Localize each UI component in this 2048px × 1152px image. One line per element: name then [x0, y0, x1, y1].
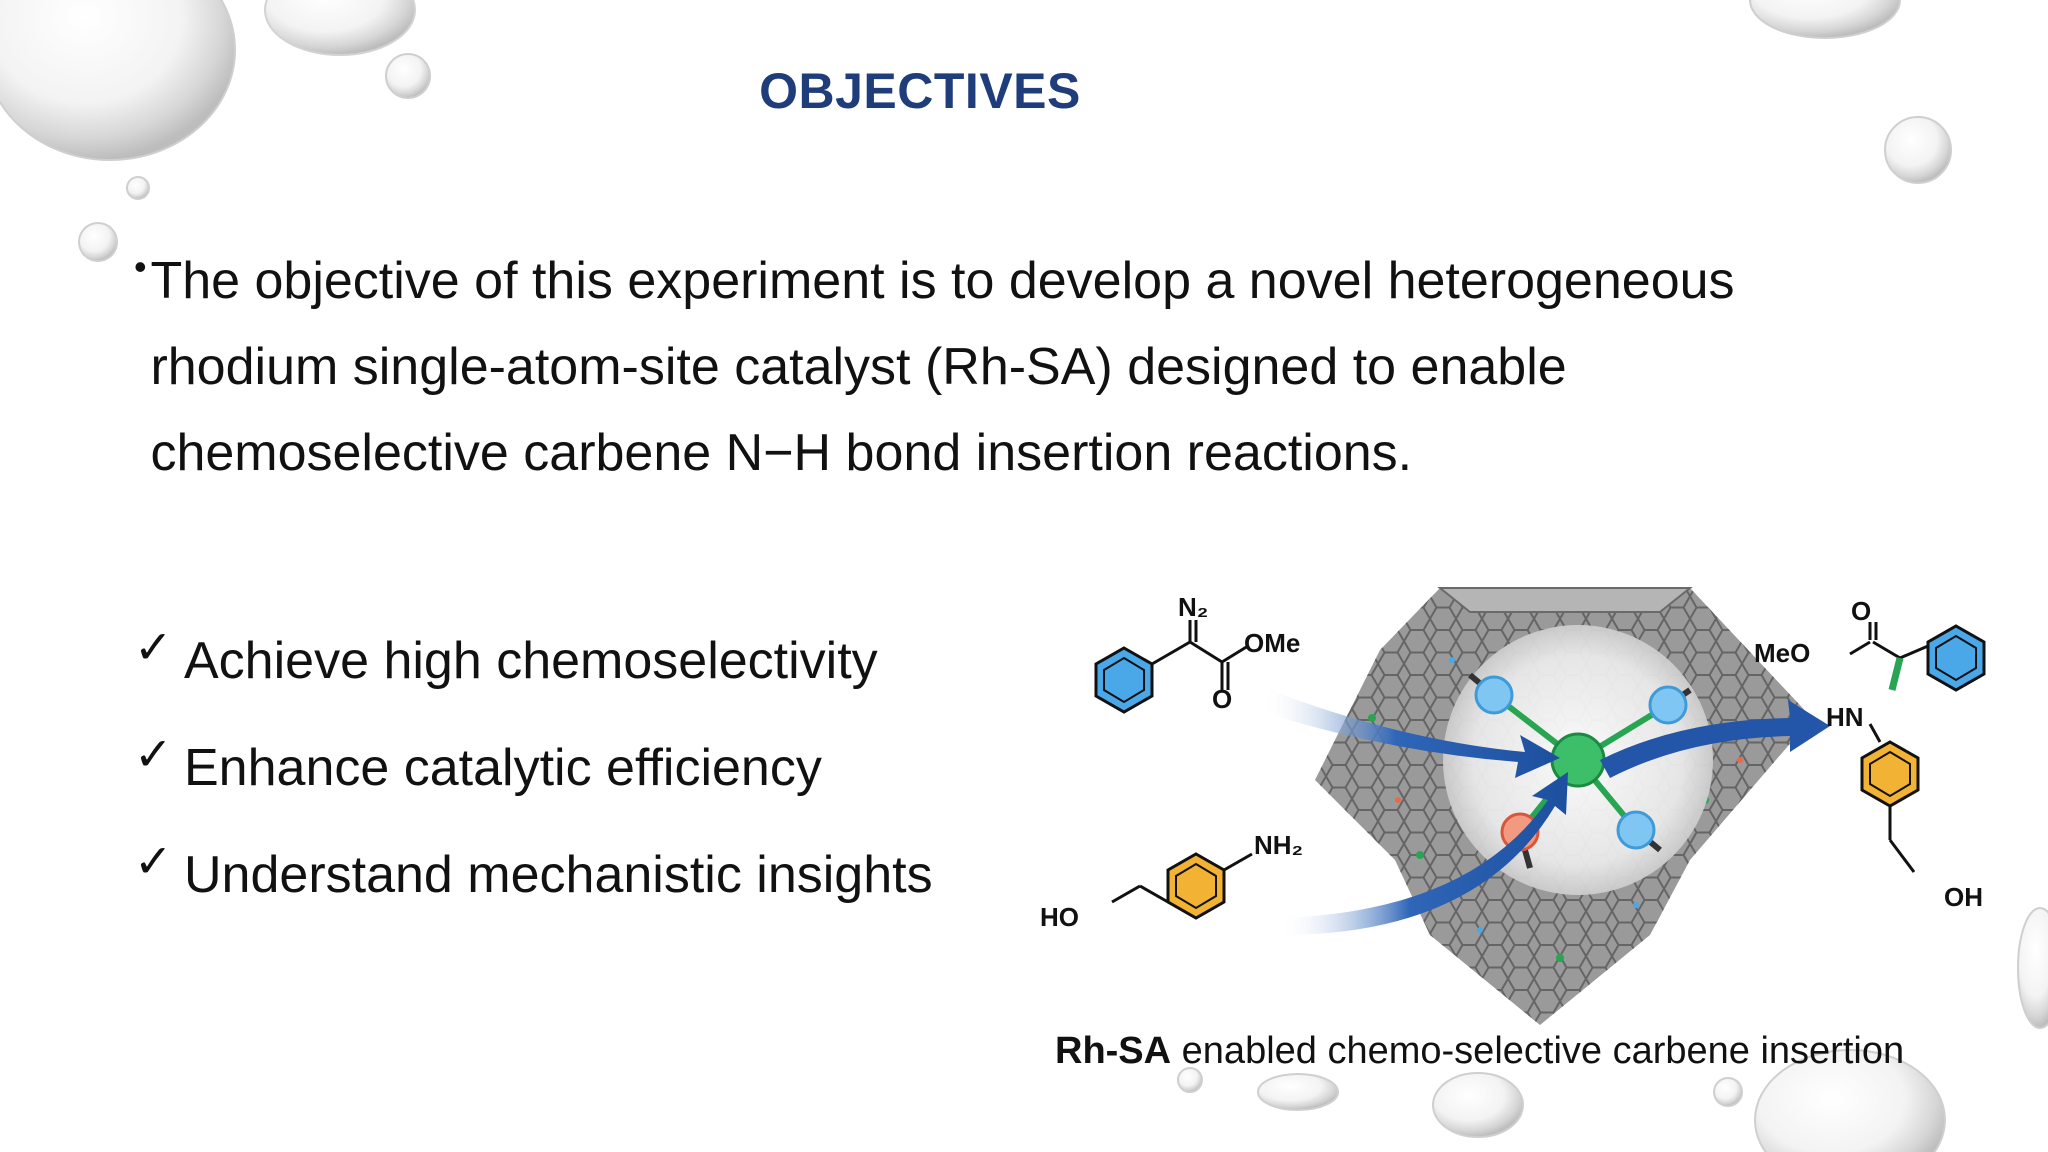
slide-title: OBJECTIVES — [759, 63, 1081, 119]
meo-label: MeO — [1754, 638, 1810, 668]
goal-text: Achieve high chemoselectivity — [184, 632, 878, 690]
checkmark-icon: ✓ — [134, 620, 173, 674]
caption-catalyst-name: Rh-SA — [1055, 1030, 1172, 1072]
figure-caption: Rh-SA enabled chemo-selective carbene in… — [1055, 1030, 2035, 1073]
objective-text: The objective of this experiment is to d… — [150, 252, 1735, 482]
droplet — [264, 0, 416, 56]
incoming-arrow-amine — [1280, 772, 1568, 935]
rh-single-atom-site — [1468, 672, 1692, 869]
goal-item: ✓ Achieve high chemoselectivity — [134, 618, 1034, 725]
droplet — [1749, 0, 1901, 39]
bullet-icon: • — [134, 246, 147, 287]
goal-item: ✓ Enhance catalytic efficiency — [134, 725, 1034, 832]
catalyst-top-face — [1437, 587, 1693, 613]
amine-reactant: NH₂ HO — [1040, 830, 1303, 932]
checkmark-icon: ✓ — [134, 834, 173, 888]
reaction-scheme-figure: N₂ OMe O NH₂ HO — [1040, 587, 1986, 1025]
goal-text: Enhance catalytic efficiency — [184, 739, 822, 797]
caption-text: enabled chemo-selective carbene insertio… — [1171, 1030, 1905, 1072]
goal-text: Understand mechanistic insights — [184, 846, 933, 904]
goal-list: ✓ Achieve high chemoselectivity ✓ Enhanc… — [134, 618, 1034, 939]
diazo-reactant: N₂ OMe O — [1094, 592, 1300, 714]
ho-label: HO — [1040, 902, 1079, 932]
droplet — [1884, 116, 1952, 184]
checkmark-icon: ✓ — [134, 727, 173, 781]
goal-item: ✓ Understand mechanistic insights — [134, 832, 1034, 939]
incoming-arrow-diazo — [1262, 690, 1560, 778]
nh2-label: NH₂ — [1254, 830, 1303, 860]
outgoing-arrow-product — [1600, 700, 1830, 778]
objective-bullet: • The objective of this experiment is to… — [134, 238, 1914, 496]
insertion-product: O MeO HN OH — [1754, 596, 1986, 912]
hn-label: HN — [1826, 702, 1864, 732]
droplet — [78, 222, 118, 262]
oh-label: OH — [1944, 882, 1983, 912]
ome-label: OMe — [1244, 628, 1300, 658]
o-label: O — [1212, 684, 1232, 714]
droplet — [126, 176, 150, 200]
o-product-label: O — [1851, 596, 1871, 626]
n2-label: N₂ — [1178, 592, 1208, 622]
